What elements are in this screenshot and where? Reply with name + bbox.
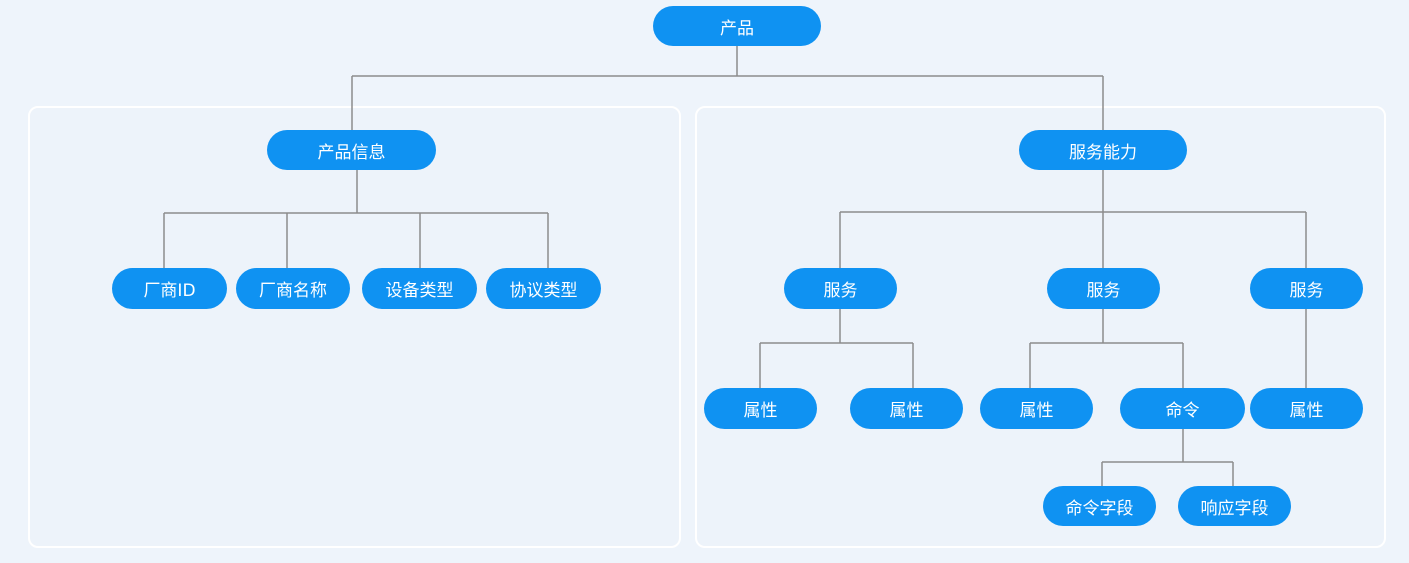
node-vendor-name: 厂商名称 <box>236 268 350 309</box>
node-device-type: 设备类型 <box>362 268 477 309</box>
node-product-info: 产品信息 <box>267 130 436 170</box>
node-attribute-2a: 属性 <box>980 388 1093 429</box>
node-vendor-id: 厂商ID <box>112 268 227 309</box>
node-product: 产品 <box>653 6 821 46</box>
node-service-2: 服务 <box>1047 268 1160 309</box>
node-service-3: 服务 <box>1250 268 1363 309</box>
node-protocol-type: 协议类型 <box>486 268 601 309</box>
node-attribute-3a: 属性 <box>1250 388 1363 429</box>
node-service-1: 服务 <box>784 268 897 309</box>
node-command-field: 命令字段 <box>1043 486 1156 526</box>
node-attribute-1a: 属性 <box>704 388 817 429</box>
service-capability-group <box>695 106 1386 548</box>
node-command: 命令 <box>1120 388 1245 429</box>
product-info-group <box>28 106 681 548</box>
node-attribute-1b: 属性 <box>850 388 963 429</box>
node-service-capability: 服务能力 <box>1019 130 1187 170</box>
node-response-field: 响应字段 <box>1178 486 1291 526</box>
